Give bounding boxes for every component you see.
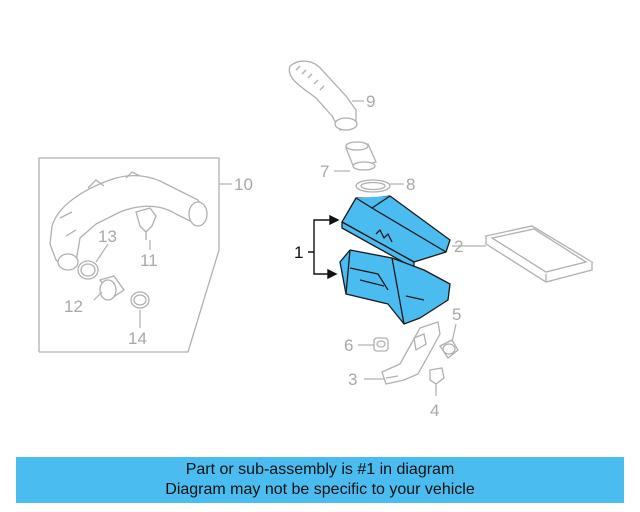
part-12-hose[interactable] [98,275,125,301]
part-10-intake-duct[interactable] [49,171,208,271]
part-8-seal-ring[interactable] [355,179,391,193]
callout-12: 12 [64,297,83,316]
part-5-grommet[interactable] [439,339,459,359]
part-1-leader [308,214,340,280]
callout-9: 9 [366,92,375,111]
callout-7: 7 [320,162,329,181]
part-1-air-cleaner-assembly[interactable] [339,195,451,325]
part-13-clamp[interactable] [77,260,99,280]
part-11-sensor[interactable] [135,207,157,240]
part-3-bracket[interactable] [381,321,441,385]
callout-2: 2 [454,237,463,256]
callout-14: 14 [128,329,147,348]
callout-1: 1 [294,243,303,262]
callout-13: 13 [98,227,117,246]
callout-11: 11 [140,251,158,270]
callout-8: 8 [406,175,415,194]
banner-line-1: Part or sub-assembly is #1 in diagram [185,461,455,478]
callout-5: 5 [452,305,461,324]
part-9-intake-hose[interactable] [288,60,358,131]
leader-lines [93,100,486,396]
info-banner: Part or sub-assembly is #1 in diagram Di… [16,457,624,503]
banner-line-2: Diagram may not be specific to your vehi… [165,481,475,498]
callout-10: 10 [234,175,253,194]
part-2-filter-element[interactable] [484,225,594,283]
callout-6: 6 [344,336,353,355]
part-4-clip[interactable] [429,367,445,392]
part-7-coupling[interactable] [345,141,377,171]
part-6-grommet[interactable] [373,337,389,352]
callout-4: 4 [430,401,439,420]
callout-3: 3 [348,370,357,389]
part-14-clamp[interactable] [130,291,150,309]
parts-diagram: 1 2 3 4 5 6 7 8 9 10 11 12 13 14 [38,60,594,420]
part-group-10-outline [38,157,220,353]
